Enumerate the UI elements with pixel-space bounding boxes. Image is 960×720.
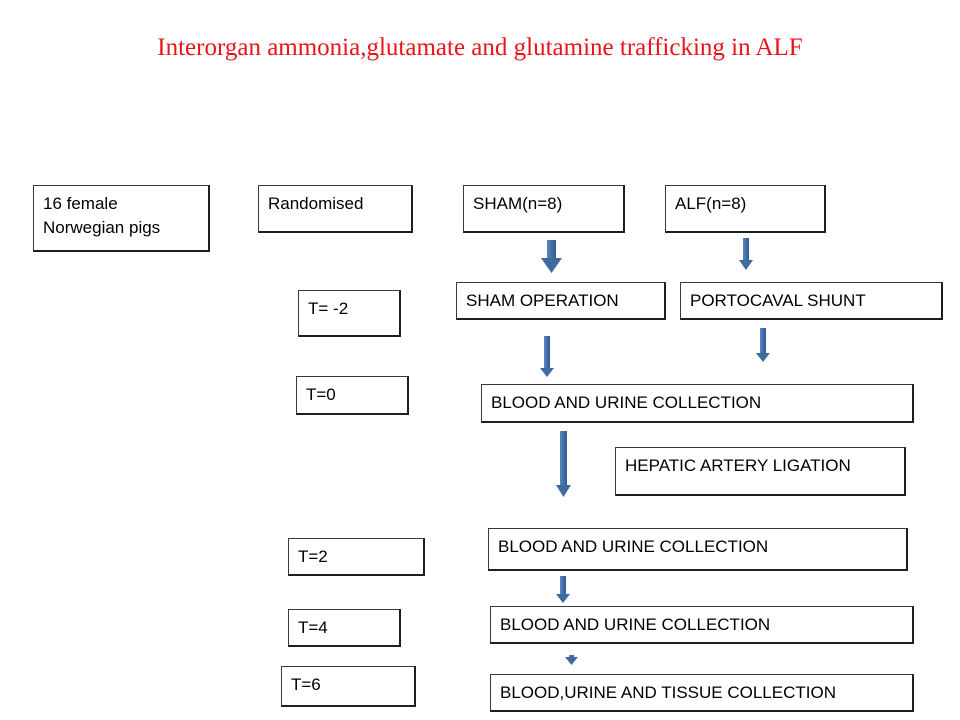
time-box-6: T=6 <box>281 666 416 707</box>
arrow-sham-to-operation <box>541 240 562 273</box>
collection-box-t0: BLOOD AND URINE COLLECTION <box>481 384 914 423</box>
time-box-2: T=2 <box>288 538 425 576</box>
collection-box-t6: BLOOD,URINE AND TISSUE COLLECTION <box>490 674 914 712</box>
slide-title: Interorgan ammonia,glutamate and glutami… <box>157 34 803 61</box>
hepatic-artery-ligation-box: HEPATIC ARTERY LIGATION <box>615 447 906 496</box>
collection-box-t4: BLOOD AND URINE COLLECTION <box>490 606 914 644</box>
pigs-box: 16 female Norwegian pigs <box>33 185 210 252</box>
arrow-operation-to-collection <box>540 336 554 377</box>
sham-group-box: SHAM(n=8) <box>463 185 625 233</box>
time-box-minus2: T= -2 <box>298 290 401 337</box>
time-box-0: T=0 <box>296 376 409 415</box>
arrow-shunt-to-collection <box>756 328 770 362</box>
time-box-4: T=4 <box>288 609 401 647</box>
arrow-alf-to-shunt <box>739 238 753 270</box>
arrow-t4-to-t6 <box>565 655 578 665</box>
randomised-box: Randomised <box>258 185 413 233</box>
portocaval-shunt-box: PORTOCAVAL SHUNT <box>680 282 943 320</box>
pigs-label-line2: Norwegian pigs <box>43 218 161 237</box>
collection-box-t2: BLOOD AND URINE COLLECTION <box>488 528 908 571</box>
alf-group-box: ALF(n=8) <box>665 185 826 233</box>
arrow-t0-to-t2 <box>556 431 571 497</box>
sham-operation-box: SHAM OPERATION <box>456 282 666 320</box>
arrow-t2-to-t4 <box>556 576 570 603</box>
pigs-label-line1: 16 female <box>43 194 118 213</box>
